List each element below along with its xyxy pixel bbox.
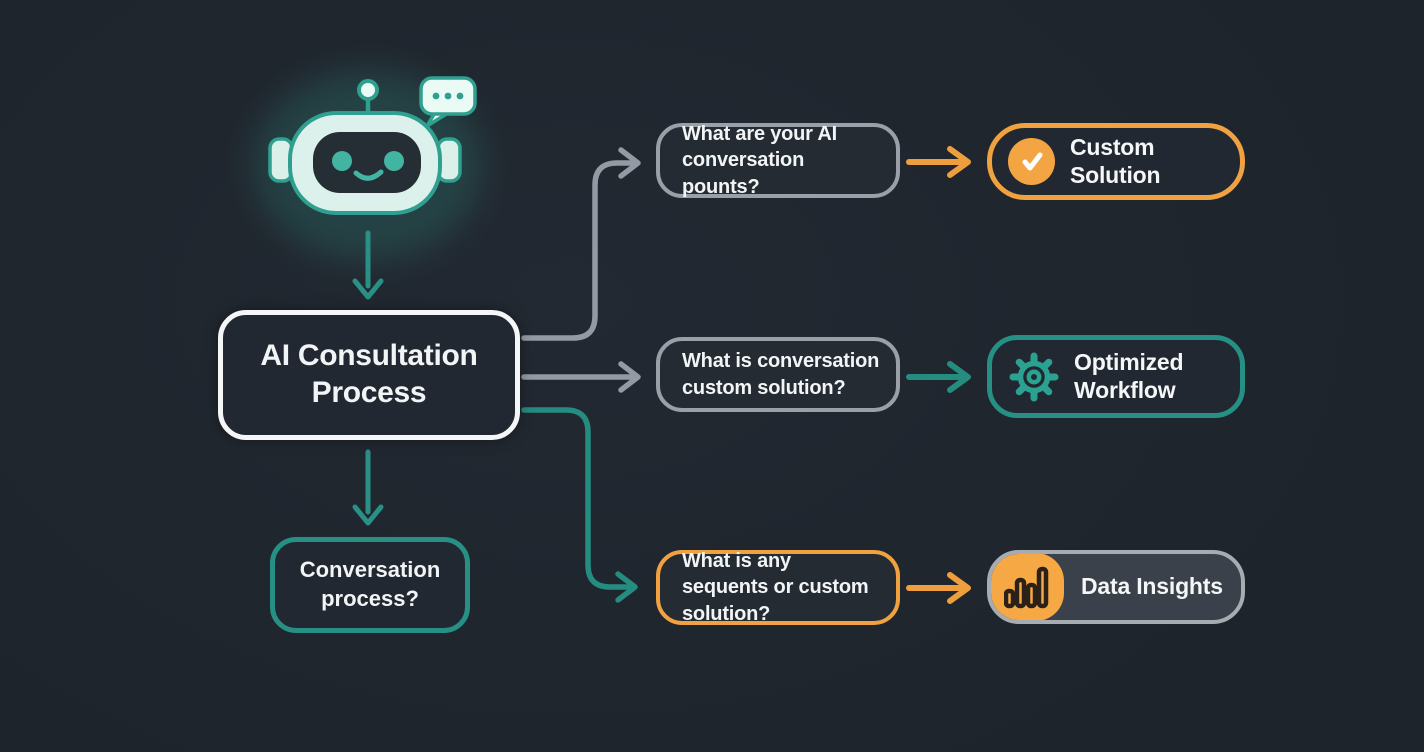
question-3-label: What is any sequents or custom solution? [682,549,869,625]
node-question-3: What is any sequents or custom solution? [656,550,900,625]
node-outcome-data-insights: Data Insights [987,550,1245,624]
check-circle-icon [1008,138,1055,185]
question-2-label: What is conversation custom solution? [682,350,880,399]
node-root-label: AI Consultation Process [260,339,478,409]
connector-root-to-q1 [521,147,641,341]
node-question-1: What are your AI conversation pounts? [656,123,900,198]
arrow-q1-to-outcome [906,146,971,178]
arrow-root-to-child [352,449,384,526]
gear-icon [1008,351,1060,403]
node-root: AI Consultation Process [218,310,520,440]
arrow-q2-to-outcome [906,361,971,393]
question-1-label: What are your AI conversation pounts? [682,122,837,198]
node-outcome-optimized-workflow: Optimized Workflow [987,335,1245,418]
node-outcome-custom-solution: Custom Solution [987,123,1245,200]
robot-glow [253,70,483,260]
node-conversation-label: Conversation process? [299,557,441,611]
node-conversation-process: Conversation process? [270,537,470,633]
arrow-robot-to-root [352,230,384,300]
connector-root-to-q3 [521,407,638,603]
bar-chart-icon [991,554,1064,620]
connector-root-to-q2 [521,361,641,393]
arrow-q3-to-outcome [906,572,971,604]
outcome-3-label: Data Insights [1081,573,1223,600]
outcome-1-label: Custom Solution [1070,134,1161,188]
outcome-2-label: Optimized Workflow [1074,349,1184,403]
node-question-2: What is conversation custom solution? [656,337,900,412]
chatbot-mascot-icon [268,79,462,215]
speech-bubble-ellipsis-icon [419,76,477,128]
